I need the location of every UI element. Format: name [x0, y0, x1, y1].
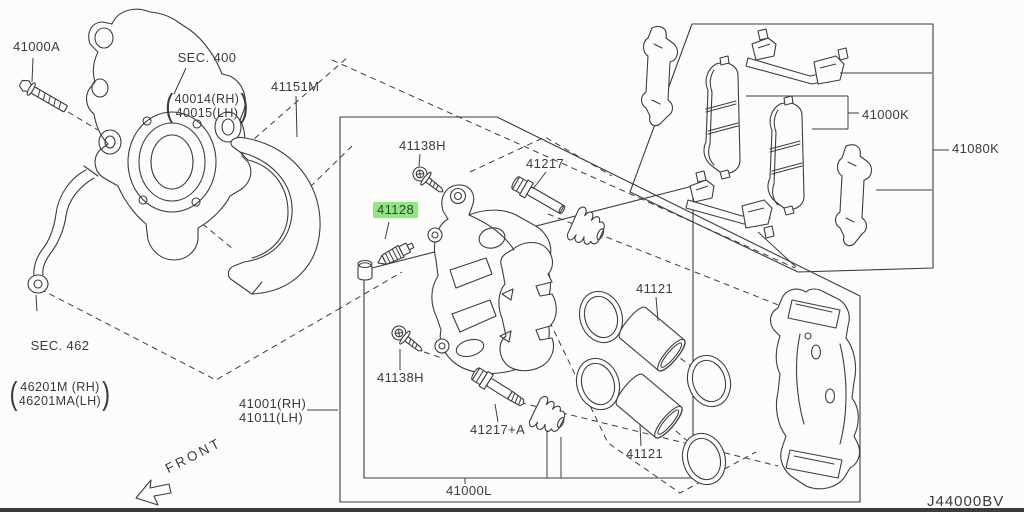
- pad-retainer-top-drawing: [746, 29, 848, 84]
- outer-pad-drawing: [704, 56, 740, 179]
- boot-bottom-drawing: [528, 395, 570, 439]
- sec400-rh: 40014(RH): [174, 92, 240, 107]
- mount-bolt-drawing: [17, 77, 69, 115]
- brake-hose-drawing: [28, 166, 98, 293]
- sec462-rh: 46201M (RH): [20, 380, 100, 395]
- label-41138h-top[interactable]: 41138H: [399, 138, 446, 153]
- label-41217[interactable]: 41217: [526, 156, 565, 171]
- sec400-paren-open: (: [165, 88, 174, 125]
- piston-bottom-drawing: [613, 371, 686, 441]
- label-41121-bottom[interactable]: 41121: [626, 446, 664, 461]
- pad-shim-right-drawing: [836, 145, 872, 246]
- pad-shim-left-drawing: [642, 26, 678, 125]
- sec400-title: SEC. 400: [177, 49, 237, 65]
- caliper-rh: 41001(RH): [239, 396, 307, 411]
- sec400-lh: 40015(LH): [175, 106, 239, 121]
- pad-retainer-bottom-drawing: [686, 171, 774, 238]
- sec462-paren-close: ): [102, 376, 111, 413]
- bottom-edge-bar: [0, 508, 1024, 512]
- inner-pad-drawing: [768, 96, 804, 215]
- bleeder-screw-drawing: [375, 240, 416, 269]
- label-sec462: SEC. 462 ( 46201M (RH) 46201MA(LH) ): [0, 310, 120, 438]
- screw-bottom-drawing: [389, 322, 427, 357]
- slide-pin-bottom-drawing: [469, 365, 528, 410]
- label-41217-a[interactable]: 41217+A: [470, 422, 526, 437]
- bleeder-cap-drawing: [358, 261, 372, 281]
- leader-lines: [32, 58, 949, 484]
- label-41000k[interactable]: 41000K: [862, 107, 910, 122]
- label-41151m[interactable]: 41151M: [271, 79, 320, 94]
- boot-top-drawing: [566, 206, 610, 252]
- label-41121-top[interactable]: 41121: [636, 281, 674, 296]
- slide-pin-top-drawing: [510, 174, 568, 217]
- label-41080k[interactable]: 41080K: [952, 141, 1000, 156]
- sec462-paren-open: (: [9, 376, 18, 413]
- diagram-code: J44000BV: [927, 493, 1005, 510]
- steering-knuckle-drawing: [87, 9, 251, 260]
- caliper-body-drawing: [428, 185, 556, 373]
- label-41001-41011[interactable]: 41001(RH) 41011(LH): [239, 396, 307, 426]
- sec400-paren-close: ): [240, 88, 249, 125]
- piston-seal-rings-drawing: [570, 286, 737, 490]
- label-41138h-bottom[interactable]: 41138H: [377, 370, 424, 385]
- label-41128-highlighted[interactable]: 41128: [373, 202, 419, 219]
- front-direction-arrow: [136, 480, 171, 505]
- label-41000l[interactable]: 41000L: [446, 483, 492, 498]
- screw-top-drawing: [410, 163, 448, 198]
- kit-tie-lines: [547, 430, 561, 478]
- splash-shield-drawing: [228, 137, 320, 294]
- sec462-lh: 46201MA(LH): [18, 394, 102, 409]
- label-sec400: SEC. 400 ( 40014(RH) 40015(LH) ): [148, 22, 266, 150]
- piston-top-drawing: [616, 304, 689, 374]
- caliper-lh: 41011(LH): [239, 410, 304, 426]
- label-41000a[interactable]: 41000A: [13, 39, 61, 54]
- torque-member-drawing: [771, 289, 860, 489]
- sec462-title: SEC. 462: [30, 337, 90, 353]
